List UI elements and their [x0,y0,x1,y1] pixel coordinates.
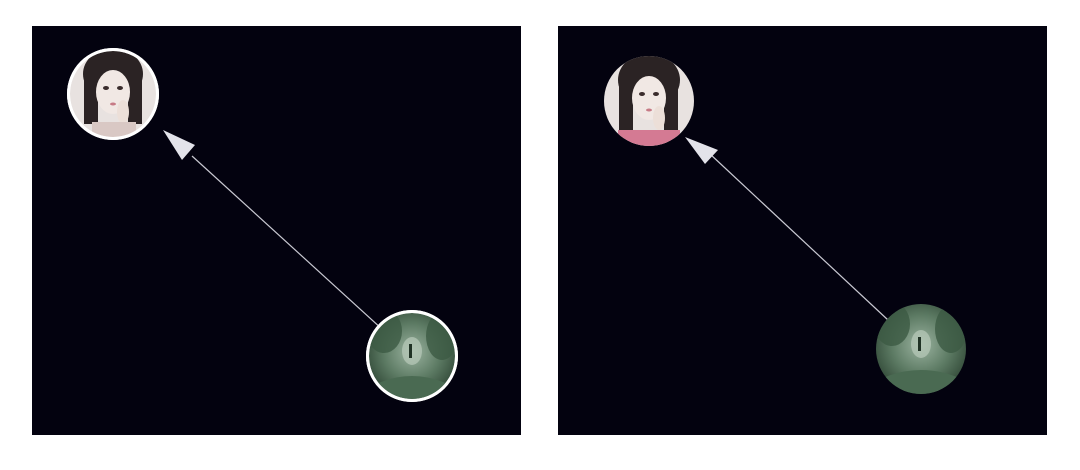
forest-node[interactable] [874,302,967,396]
portrait-node[interactable] [604,53,694,148]
graph-panel-bordered [32,26,521,435]
arrowhead-icon [163,130,195,160]
arrowhead-icon [685,137,718,164]
forest-photo-icon [369,313,455,399]
edge-line [191,155,383,330]
graph-canvas [558,26,1047,435]
graph-canvas [32,26,521,435]
forest-photo-icon [876,304,966,394]
forest-node[interactable] [366,309,458,402]
edge-line [709,153,889,321]
portrait-node[interactable] [67,48,159,142]
portrait-icon [604,56,694,146]
graph-panel-borderless [558,26,1047,435]
portrait-icon [70,51,156,137]
